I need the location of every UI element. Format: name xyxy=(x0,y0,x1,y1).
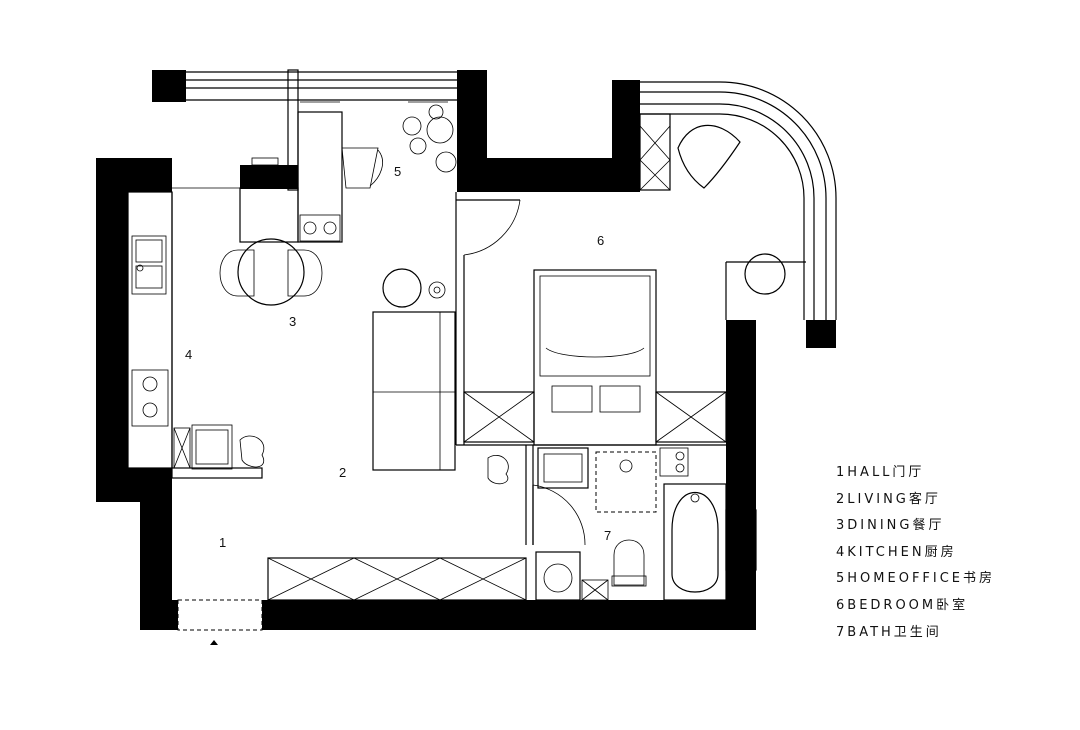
legend-item-living: 2LIVING客厅 xyxy=(836,491,941,507)
kitchen-fixtures xyxy=(127,191,265,479)
room-number-2: 2 xyxy=(339,465,346,480)
room-number-7: 7 xyxy=(604,528,611,543)
legend-item-dining: 3DINING餐厅 xyxy=(836,518,945,534)
room-numbers: 1 2 3 4 5 6 7 xyxy=(185,164,611,550)
legend-item-bedroom: 6BEDROOM卧室 xyxy=(836,597,969,613)
room-number-1: 1 xyxy=(219,535,226,550)
legend-item-hall: 1HALL门厅 xyxy=(836,465,925,480)
walls xyxy=(96,70,836,630)
legend-item-kitchen: 4KITCHEN厨房 xyxy=(836,544,957,560)
doors xyxy=(177,199,586,645)
room-legend: 1HALL门厅 2LIVING客厅 3DINING餐厅 4KITCHEN厨房 5… xyxy=(836,462,1076,648)
windows xyxy=(186,69,837,571)
room-number-3: 3 xyxy=(289,314,296,329)
legend-item-bath: 7BATH卫生间 xyxy=(836,624,942,640)
dining-fixtures xyxy=(219,238,446,308)
room-number-6: 6 xyxy=(597,233,604,248)
legend-item-homeoffice: 5HOMEOFFICE书房 xyxy=(836,571,996,587)
bath-fixtures xyxy=(487,447,727,601)
room-number-4: 4 xyxy=(185,347,192,362)
office-fixtures xyxy=(239,101,457,243)
room-number-5: 5 xyxy=(394,164,401,179)
living-fixtures xyxy=(267,311,527,601)
bedroom-fixtures xyxy=(463,113,786,446)
